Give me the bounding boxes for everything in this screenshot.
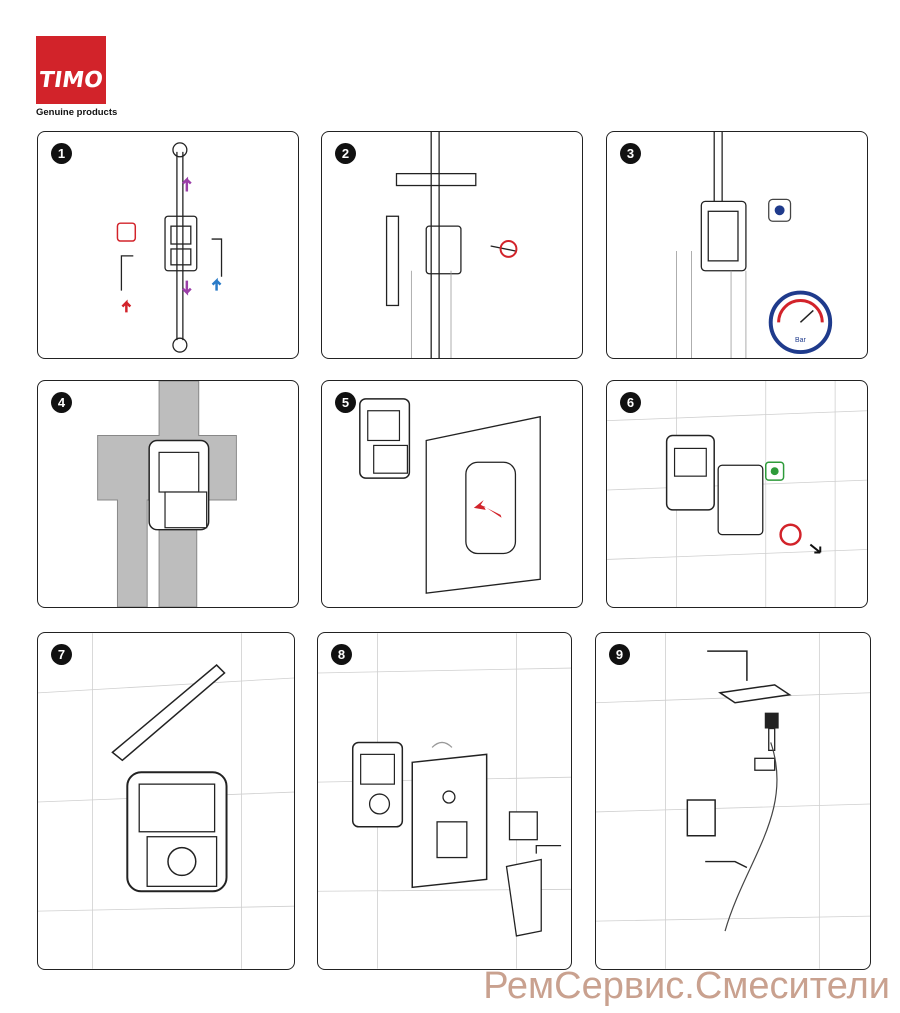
step-panel-4: 4	[37, 380, 299, 608]
step-2-illustration	[385, 132, 518, 358]
step-panel-8: 8	[317, 632, 572, 970]
step-9-illustration	[596, 633, 870, 969]
step-3-illustration: Bar	[676, 132, 833, 358]
logo-badge: TIMO	[36, 36, 106, 104]
logo-text: TIMO	[37, 67, 105, 93]
step-panel-3: 3 Bar	[606, 131, 868, 359]
step-number: 1	[51, 143, 72, 164]
gauge-label: Bar	[795, 337, 806, 344]
step-number: 7	[51, 644, 72, 665]
step-panel-9: 9	[595, 632, 871, 970]
step-5-illustration	[359, 398, 541, 594]
step-panel-2: 2	[321, 131, 583, 359]
watermark-text: РемСервис.Смесители	[483, 965, 890, 1007]
step-number: 4	[51, 392, 72, 413]
step-number: 3	[620, 143, 641, 164]
brand-logo: TIMO Genuine products	[36, 36, 118, 118]
step-7-illustration	[38, 633, 294, 969]
step-number: 2	[335, 143, 356, 164]
step-8-illustration	[318, 633, 571, 969]
step-number: 6	[620, 392, 641, 413]
logo-tagline: Genuine products	[36, 107, 118, 118]
step-panel-7: 7	[37, 632, 295, 970]
step-6-illustration	[607, 381, 867, 607]
step-1-illustration	[116, 142, 223, 353]
step-panel-6: 6	[606, 380, 868, 608]
step-number: 9	[609, 644, 630, 665]
step-number: 5	[335, 392, 356, 413]
step-4-illustration	[97, 381, 237, 607]
step-panel-5: 5	[321, 380, 583, 608]
step-panel-1: 1	[37, 131, 299, 359]
step-number: 8	[331, 644, 352, 665]
